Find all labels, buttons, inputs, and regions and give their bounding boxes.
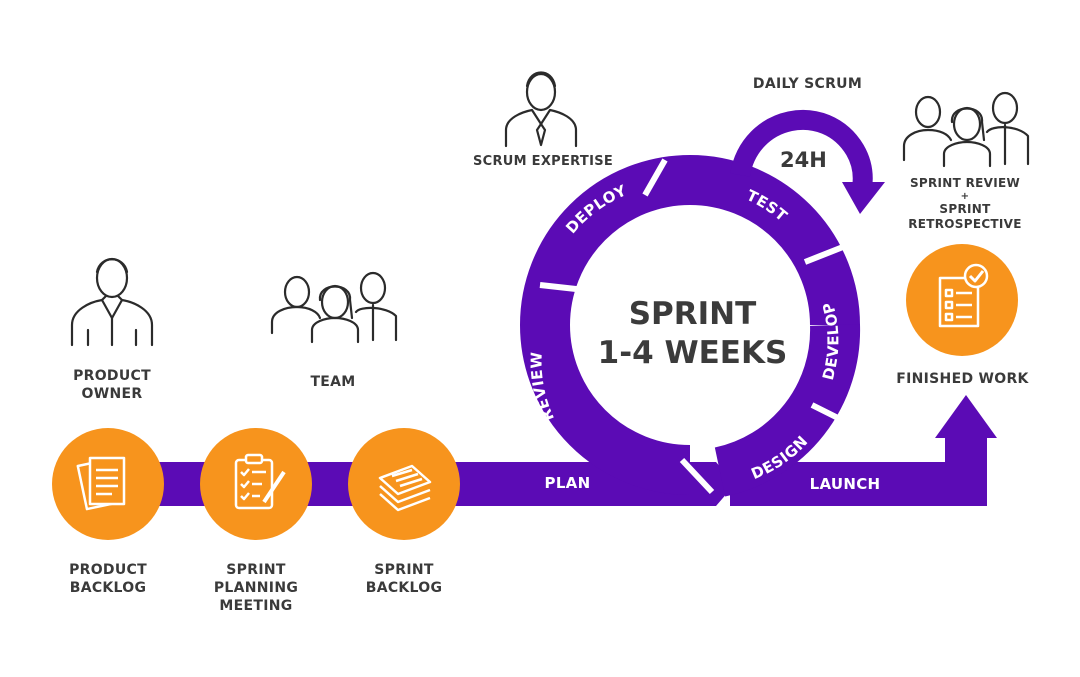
launch-label: LAUNCH <box>809 475 881 493</box>
scrum-expertise-label: SCRUM EXPERTISE <box>472 154 614 169</box>
daily-scrum-loop <box>730 109 873 190</box>
plan-label: PLAN <box>544 474 591 492</box>
scrum-master-icon <box>504 71 578 148</box>
team-label: TEAM <box>310 374 356 390</box>
product-owner-icon <box>70 257 154 347</box>
stage-develop-label: DEVELOP <box>819 300 842 382</box>
documents-icon <box>76 456 126 511</box>
product-owner-label: PRODUCT OWNER <box>73 368 151 403</box>
product-backlog-label: PRODUCT BACKLOG <box>69 562 147 597</box>
sprint-cycle-ring <box>520 155 861 497</box>
paper-stack-icon <box>378 464 432 512</box>
finished-work-circle <box>906 244 1018 356</box>
launch-riser <box>945 430 987 506</box>
team-icon <box>270 271 398 344</box>
daily-scrum-arrowhead <box>842 182 885 214</box>
daily-scrum-label: DAILY SCRUM <box>752 76 863 92</box>
sprint-title-line2: 1-4 WEEKS <box>597 334 788 371</box>
sprint-review-label: SPRINT REVIEW + SPRINT RETROSPECTIVE <box>908 176 1022 232</box>
sprint-title-line1: SPRINT <box>628 296 757 332</box>
daily-scrum-cycle: 24H <box>780 148 827 172</box>
clipboard-icon <box>234 453 286 510</box>
launch-arrow-up <box>935 395 997 438</box>
sprint-planning-label: SPRINT PLANNING MEETING <box>213 562 299 615</box>
sprint-backlog-label: SPRINT BACKLOG <box>365 562 443 597</box>
sprint-team-icon <box>902 91 1030 168</box>
checklist-icon <box>938 263 989 328</box>
sprint-title: SPRINT 1-4 WEEKS <box>580 295 805 373</box>
finished-work-label: FINISHED WORK <box>896 371 1029 387</box>
